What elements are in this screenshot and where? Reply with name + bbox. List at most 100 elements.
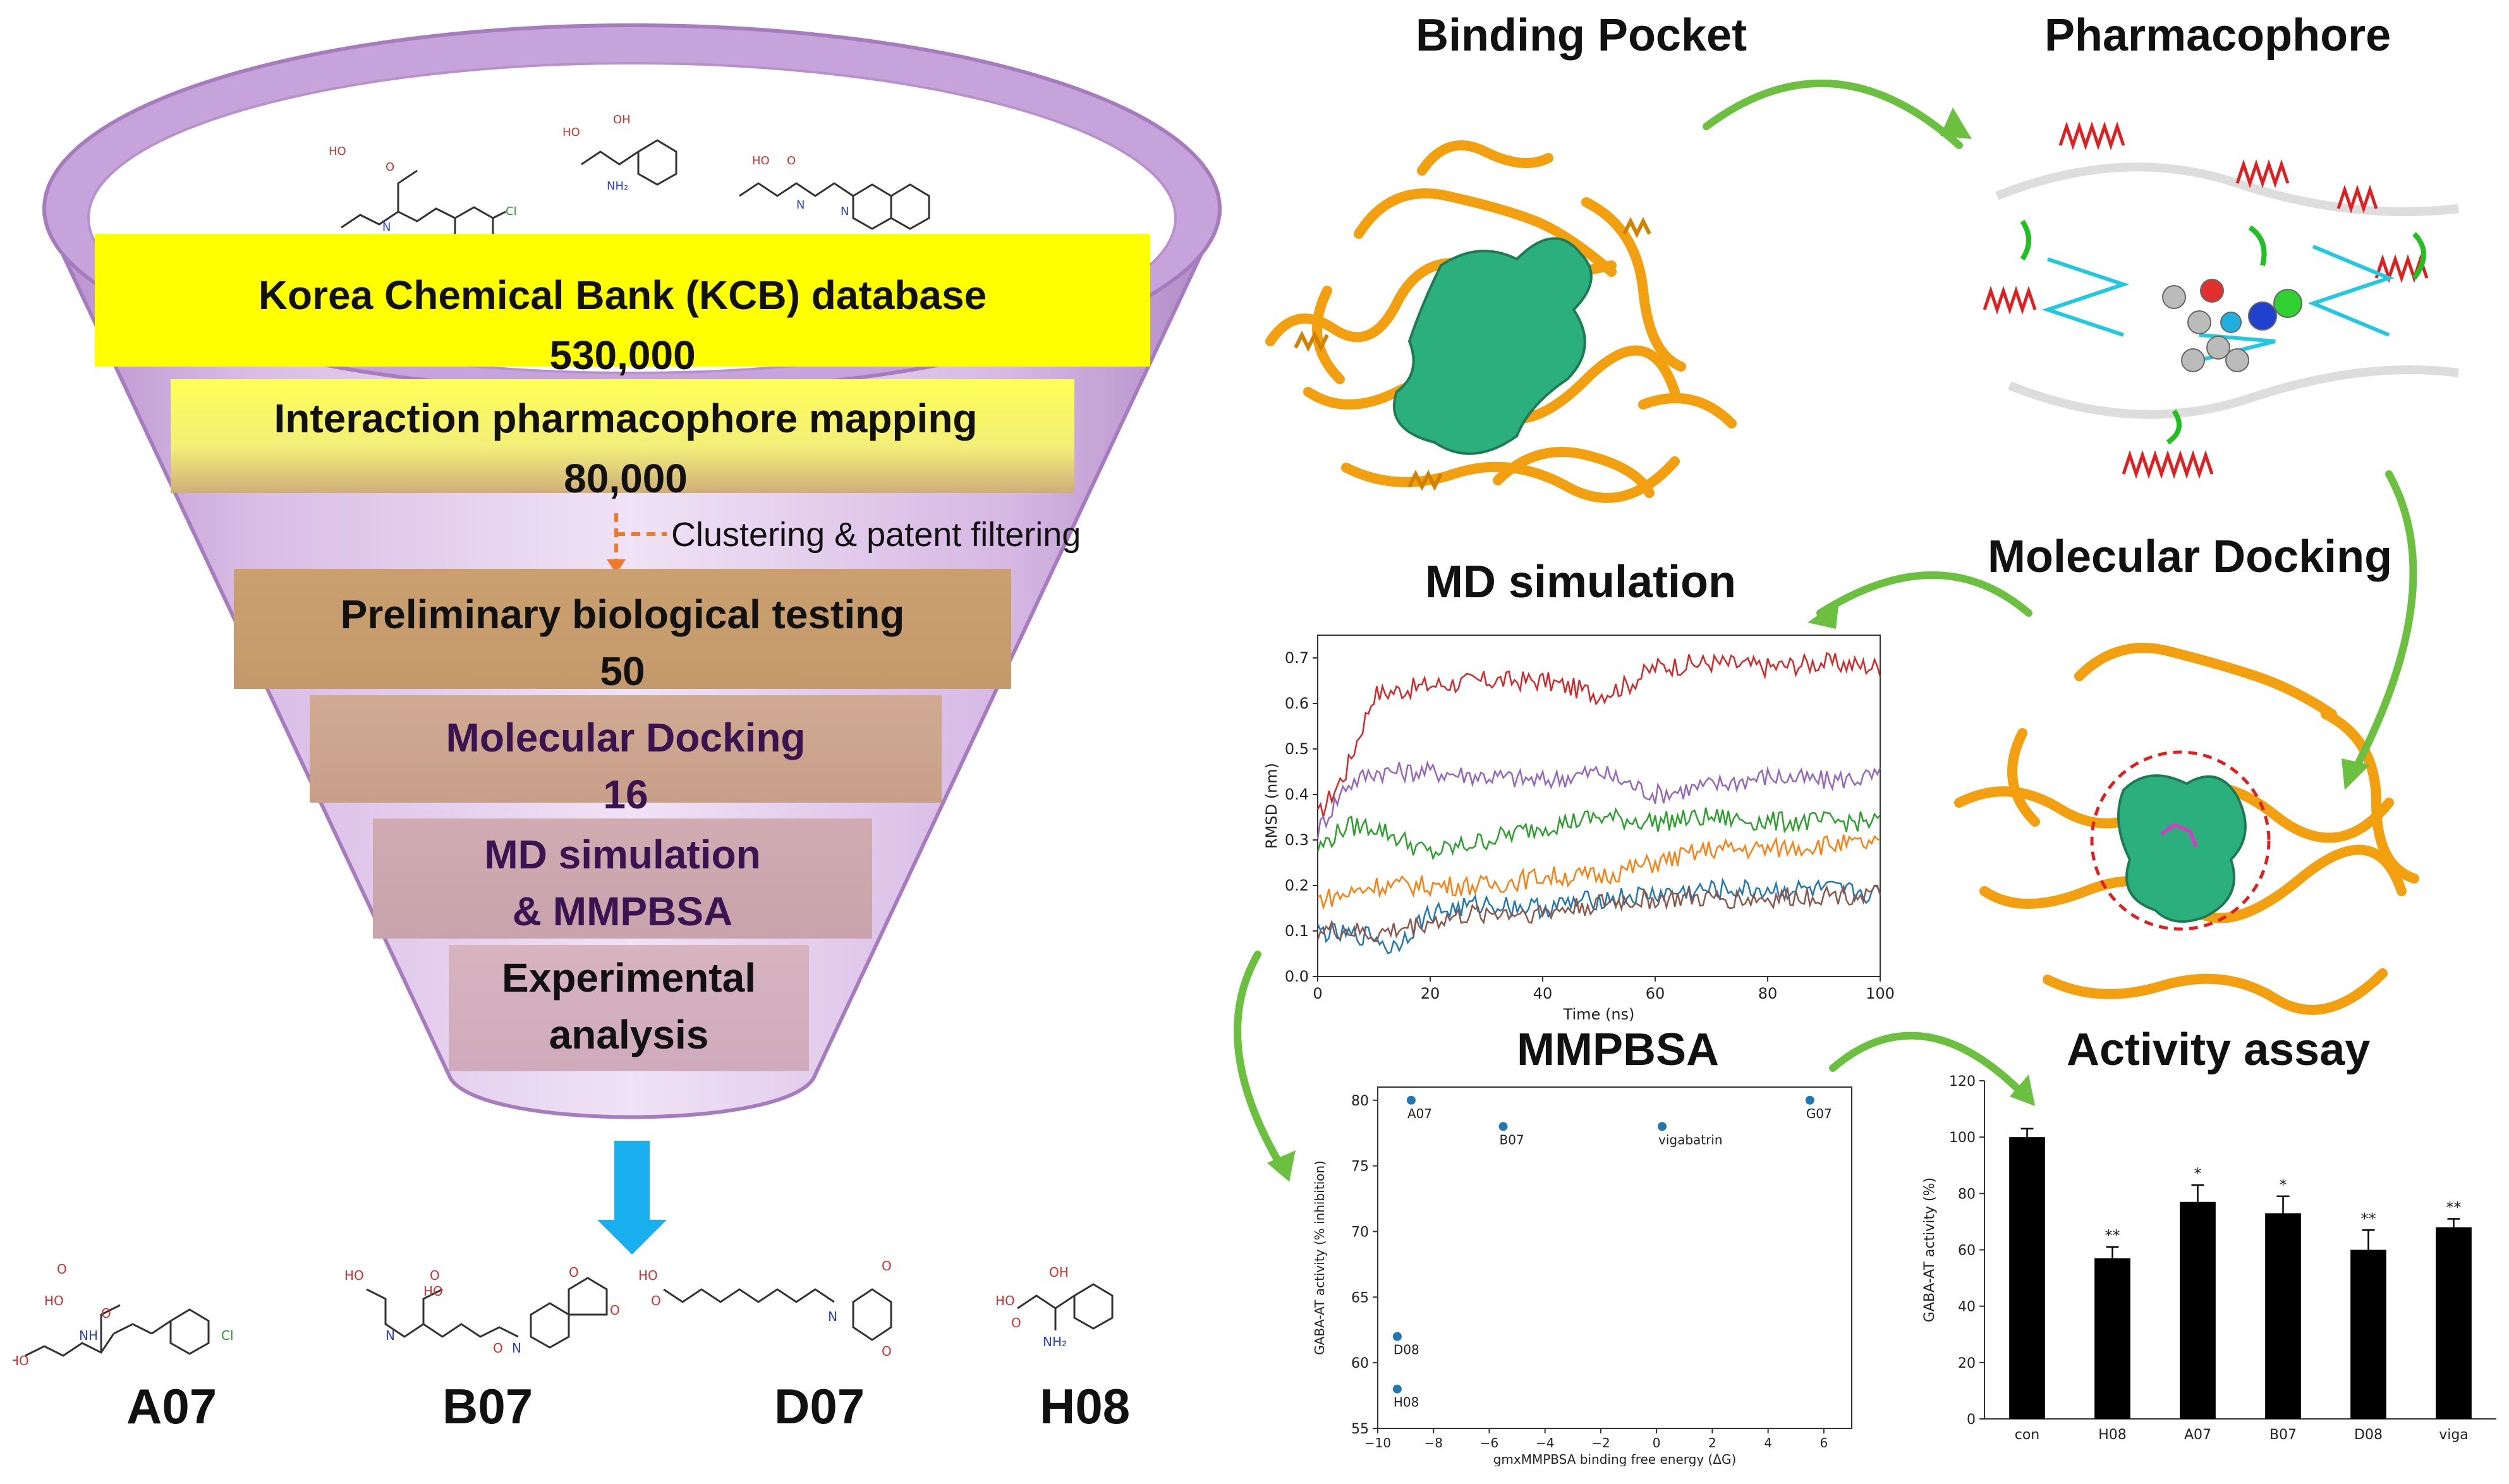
compound-label-d07: D07 bbox=[774, 1378, 865, 1434]
stage-6-title: Experimental bbox=[502, 955, 756, 1000]
svg-text:O: O bbox=[386, 161, 394, 174]
mmpbsa-x-tick-label: −10 bbox=[1364, 1435, 1391, 1451]
binding-pocket-surface bbox=[1393, 237, 1593, 455]
mmpbsa-point-label: H08 bbox=[1394, 1395, 1419, 1410]
svg-text:Cl: Cl bbox=[506, 205, 517, 218]
mmpbsa-y-tick-label: 55 bbox=[1351, 1421, 1369, 1437]
activity-x-tick-label: B07 bbox=[2269, 1427, 2297, 1443]
docking-pocket-surface bbox=[2117, 774, 2247, 923]
mmpbsa-x-tick-label: 0 bbox=[1653, 1435, 1661, 1451]
svg-text:NH₂: NH₂ bbox=[607, 179, 628, 193]
mmpbsa-point-label: D08 bbox=[1394, 1342, 1419, 1358]
svg-text:HO: HO bbox=[423, 1284, 443, 1299]
svg-text:HO: HO bbox=[344, 1268, 364, 1283]
svg-text:HO: HO bbox=[995, 1293, 1015, 1308]
stage-5-count: & MMPBSA bbox=[512, 889, 733, 934]
docking-site-circle bbox=[2090, 750, 2271, 931]
stage-6-count: analysis bbox=[549, 1012, 709, 1057]
mmpbsa-y-tick-label: 80 bbox=[1351, 1093, 1369, 1109]
svg-text:N: N bbox=[796, 198, 805, 212]
activity-x-tick-label: H08 bbox=[2098, 1427, 2127, 1443]
svg-text:N: N bbox=[841, 205, 849, 218]
mmpbsa-point bbox=[1658, 1122, 1667, 1131]
stage-band-2 bbox=[171, 379, 1074, 493]
activity-significance: ** bbox=[2361, 1210, 2376, 1227]
rmsd-y-axis-label: RMSD (nm) bbox=[1264, 763, 1280, 849]
activity-bar bbox=[2094, 1258, 2130, 1419]
svg-text:N: N bbox=[382, 221, 391, 234]
svg-text:O: O bbox=[787, 154, 796, 167]
svg-text:NH: NH bbox=[79, 1328, 98, 1343]
svg-text:O: O bbox=[569, 1265, 579, 1280]
compound-label-b07: B07 bbox=[442, 1378, 533, 1434]
activity-y-tick-label: 0 bbox=[1967, 1412, 1976, 1428]
mmpbsa-y-tick-label: 70 bbox=[1351, 1224, 1369, 1240]
rmsd-y-tick-label: 0.2 bbox=[1285, 877, 1309, 894]
svg-text:O: O bbox=[430, 1268, 440, 1283]
mmpbsa-x-tick-label: −8 bbox=[1424, 1435, 1442, 1451]
stage-1-title: Korea Chemical Bank (KCB) database bbox=[258, 272, 987, 318]
svg-text:Cl: Cl bbox=[221, 1328, 234, 1343]
activity-x-tick-label: con bbox=[2015, 1427, 2040, 1443]
filter-dashed-arrow bbox=[614, 513, 667, 559]
activity-y-tick-label: 80 bbox=[1958, 1186, 1976, 1202]
mmpbsa-x-axis-label: gmxMMPBSA binding free energy (ΔG) bbox=[1493, 1452, 1737, 1466]
mmpbsa-x-tick-label: −4 bbox=[1536, 1435, 1554, 1451]
stage-band-4 bbox=[310, 695, 942, 803]
svg-text:NH₂: NH₂ bbox=[1043, 1334, 1067, 1349]
binding-pocket-title: Binding Pocket bbox=[1416, 10, 1747, 61]
activity-x-tick-label: viga bbox=[2439, 1427, 2469, 1443]
rmsd-y-tick-label: 0.0 bbox=[1285, 968, 1309, 985]
rmsd-x-axis-label: Time (ns) bbox=[1563, 1006, 1635, 1023]
svg-text:O: O bbox=[610, 1303, 620, 1318]
activity-bar bbox=[2265, 1213, 2301, 1419]
rmsd-x-tick-label: 60 bbox=[1646, 985, 1665, 1002]
rmsd-y-tick-label: 0.5 bbox=[1285, 740, 1309, 758]
svg-text:O: O bbox=[882, 1258, 892, 1274]
stage-band-3 bbox=[234, 569, 1011, 689]
mmpbsa-point bbox=[1392, 1384, 1402, 1394]
svg-text:HO: HO bbox=[562, 126, 580, 139]
activity-bar bbox=[2436, 1227, 2472, 1419]
activity-significance: * bbox=[2280, 1176, 2287, 1194]
stage-1-count: 530,000 bbox=[549, 332, 696, 378]
mmpbsa-x-tick-label: 2 bbox=[1708, 1435, 1716, 1451]
stage-band-6 bbox=[449, 945, 809, 1071]
activity-significance: * bbox=[2194, 1165, 2202, 1183]
svg-text:HO: HO bbox=[752, 154, 770, 167]
rmsd-y-tick-label: 0.3 bbox=[1285, 831, 1309, 849]
svg-text:HO: HO bbox=[329, 145, 346, 158]
mmpbsa-x-tick-label: −2 bbox=[1591, 1435, 1610, 1451]
activity-y-tick-label: 100 bbox=[1949, 1130, 1976, 1146]
rmsd-x-tick-label: 80 bbox=[1758, 985, 1778, 1002]
svg-text:HO: HO bbox=[44, 1293, 64, 1308]
molecular-docking-protein bbox=[1954, 643, 2419, 1015]
stage-5-title: MD simulation bbox=[484, 832, 761, 877]
activity-y-tick-label: 40 bbox=[1958, 1299, 1976, 1315]
stage-2-title: Interaction pharmacophore mapping bbox=[274, 396, 978, 441]
mmpbsa-point-label: A07 bbox=[1407, 1106, 1432, 1121]
mmpbsa-y-tick-label: 75 bbox=[1351, 1159, 1369, 1175]
mmpbsa-plot-frame bbox=[1377, 1086, 1852, 1429]
rmsd-series-line bbox=[1316, 652, 1881, 817]
mmpbsa-x-tick-label: 4 bbox=[1764, 1435, 1772, 1451]
mmpbsa-x-tick-label: −6 bbox=[1480, 1435, 1498, 1451]
svg-text:N: N bbox=[512, 1341, 521, 1356]
activity-x-tick-label: D08 bbox=[2354, 1427, 2383, 1443]
activity-significance: ** bbox=[2446, 1198, 2462, 1216]
mmpbsa-x-tick-label: 6 bbox=[1820, 1435, 1828, 1451]
rmsd-y-tick-label: 0.1 bbox=[1285, 922, 1309, 940]
svg-text:HO: HO bbox=[13, 1353, 29, 1368]
svg-text:O: O bbox=[651, 1293, 661, 1308]
svg-text:O: O bbox=[882, 1344, 892, 1359]
activity-x-tick-label: A07 bbox=[2184, 1427, 2211, 1443]
svg-text:O: O bbox=[57, 1262, 67, 1277]
mmpbsa-point bbox=[1392, 1332, 1402, 1341]
stage-2-count: 80,000 bbox=[564, 456, 688, 501]
rmsd-y-tick-label: 0.6 bbox=[1285, 695, 1309, 712]
mmpbsa-point-label: G07 bbox=[1806, 1106, 1832, 1121]
